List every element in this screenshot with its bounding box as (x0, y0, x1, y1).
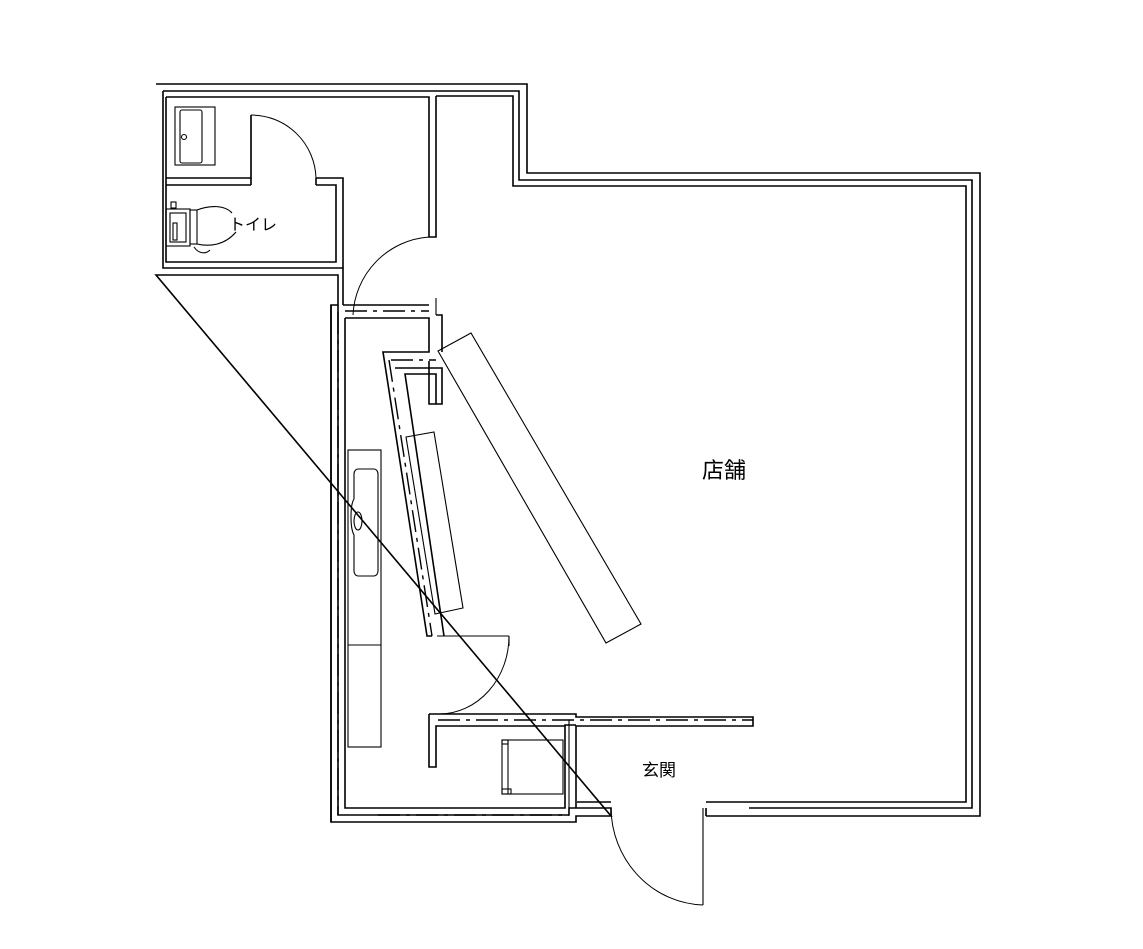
kitchen-sink-icon (347, 449, 382, 748)
outer-wall (154, 83, 981, 823)
back-area-walls (330, 305, 576, 822)
back-door[interactable] (352, 236, 430, 316)
room-label-shop: 店舗 (702, 459, 747, 484)
toilet-bowl-icon (165, 201, 237, 254)
long-counter-icon (405, 431, 464, 615)
washbasin-icon (174, 106, 216, 166)
display-shelf-icon (437, 332, 642, 644)
toilet-walls (165, 96, 437, 268)
inner-door[interactable] (439, 635, 510, 715)
room-label-toilet: トイレ (229, 215, 278, 234)
room-label-entrance: 玄関 (642, 761, 676, 781)
corridor-walls (343, 298, 437, 315)
toilet-door[interactable] (250, 114, 317, 179)
shoe-cabinet-icon (501, 739, 564, 795)
entrance-walls (428, 713, 754, 808)
entrance-door[interactable] (610, 807, 704, 906)
